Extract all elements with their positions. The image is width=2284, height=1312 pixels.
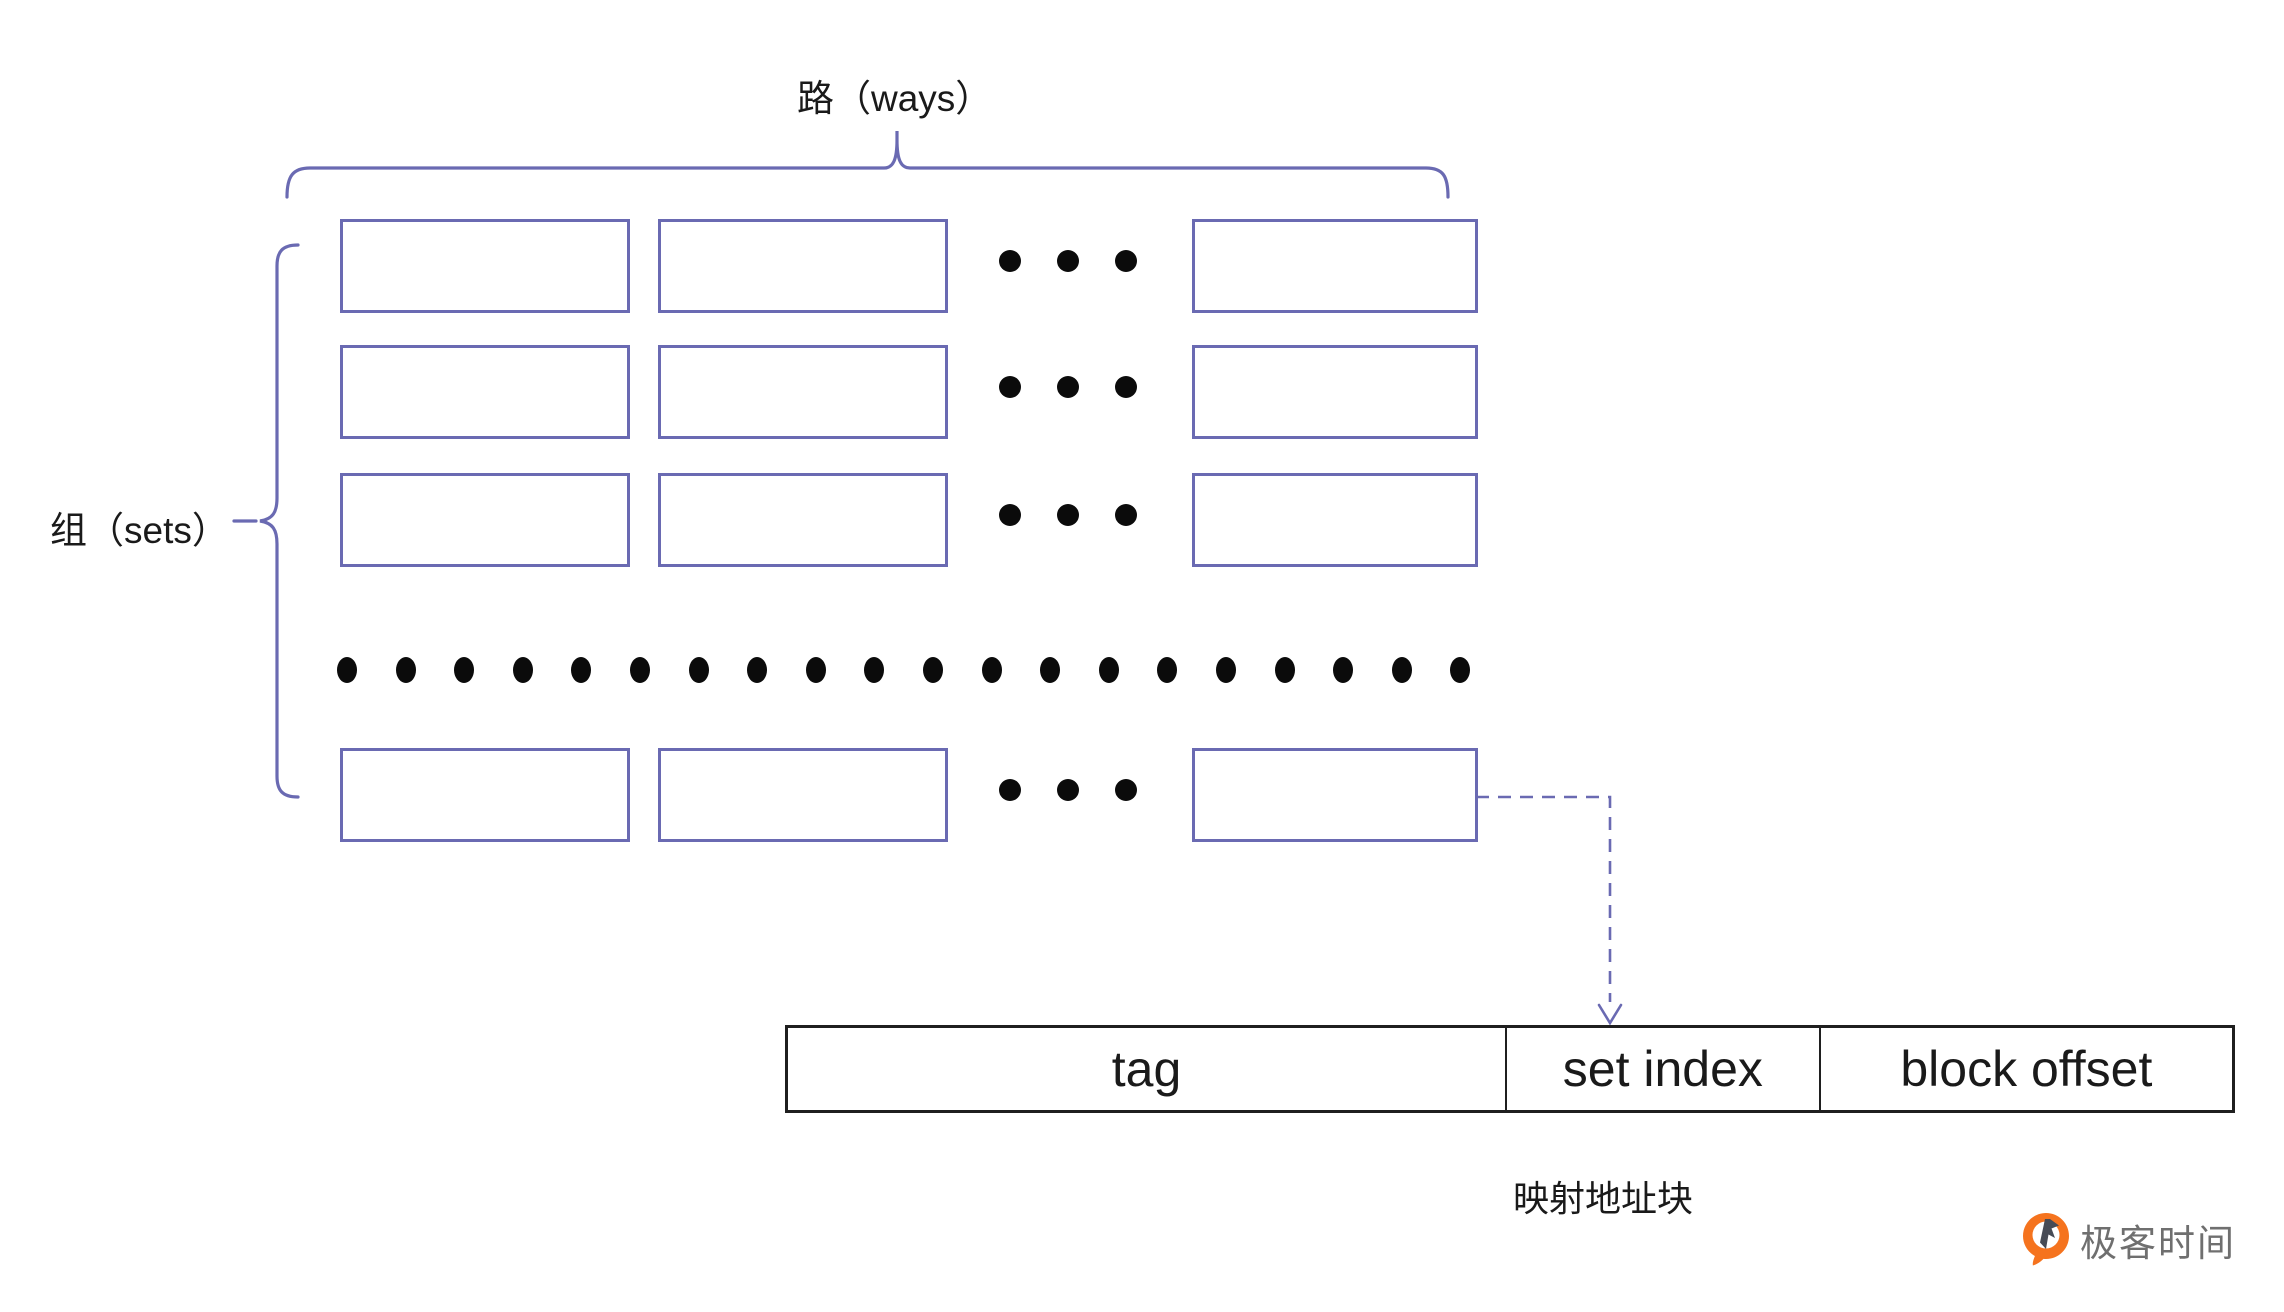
- ways-brace: [285, 131, 1450, 199]
- cache-block: [658, 748, 948, 842]
- mapping-dashed-line: [1476, 795, 1612, 1002]
- cache-block: [1192, 219, 1478, 313]
- cache-block: [340, 345, 630, 439]
- set-ellipsis-dot: [805, 657, 826, 683]
- set-ellipsis-dot: [337, 657, 357, 683]
- set-ellipsis-dot: [923, 657, 943, 683]
- way-ellipsis-dot: [999, 376, 1021, 398]
- set-ellipsis-dot: [454, 657, 475, 683]
- address-field-set-index: set index: [1507, 1028, 1821, 1110]
- set-ellipsis-dot: [1333, 657, 1354, 683]
- way-ellipsis-dot: [999, 779, 1021, 801]
- ways-label: 路（ways）: [797, 78, 993, 119]
- mapping-arrowhead-icon: [1597, 1003, 1623, 1026]
- set-ellipsis-dot: [512, 657, 533, 683]
- address-field-block-offset: block offset: [1900, 1041, 2153, 1097]
- way-ellipsis-dot: [1115, 504, 1137, 526]
- geektime-logo: 极客时间: [2022, 1212, 2236, 1268]
- way-ellipsis-dot: [999, 250, 1021, 272]
- cache-block: [340, 219, 630, 313]
- address-table: tag set index block offset: [785, 1025, 2235, 1113]
- set-ellipsis-dot: [1450, 657, 1471, 683]
- way-ellipsis-dot: [1115, 250, 1137, 272]
- cache-block: [1192, 748, 1478, 842]
- cache-block: [1192, 345, 1478, 439]
- set-ellipsis-dot: [1391, 657, 1412, 683]
- way-ellipsis-dot: [1057, 779, 1079, 801]
- cache-block: [1192, 473, 1478, 567]
- way-ellipsis-dot: [1057, 376, 1079, 398]
- set-ellipsis-dot: [1098, 657, 1119, 683]
- geektime-logo-icon: [2023, 1213, 2069, 1266]
- way-ellipsis-dot: [1057, 250, 1079, 272]
- cache-block: [658, 219, 948, 313]
- set-ellipsis-dot: [1216, 657, 1236, 683]
- cache-block: [658, 345, 948, 439]
- way-ellipsis-dot: [1115, 779, 1137, 801]
- address-field-tag: tag: [788, 1028, 1508, 1110]
- set-ellipsis-dot: [1040, 657, 1061, 683]
- mapped-address-label: 映射地址块: [1513, 1178, 1694, 1219]
- set-ellipsis-dot: [395, 657, 416, 683]
- cache-block: [340, 748, 630, 842]
- set-ellipsis-dot: [747, 657, 768, 683]
- cache-block: [340, 473, 630, 567]
- way-ellipsis-dot: [999, 504, 1021, 526]
- set-ellipsis-dot: [981, 657, 1002, 683]
- sets-label: 组（sets）: [50, 510, 229, 551]
- set-ellipsis-dot: [1157, 657, 1178, 683]
- set-ellipsis-dot: [1274, 657, 1295, 683]
- sets-brace: [259, 243, 300, 799]
- set-ellipsis-dot: [864, 657, 885, 683]
- way-ellipsis-dot: [1115, 376, 1137, 398]
- set-ellipsis-dot: [688, 657, 709, 683]
- way-ellipsis-dot: [1057, 504, 1079, 526]
- cache-block: [658, 473, 948, 567]
- set-ellipsis-dot: [630, 657, 650, 683]
- set-ellipsis-dot: [571, 657, 592, 683]
- geektime-logo-text: 极客时间: [2080, 1223, 2236, 1264]
